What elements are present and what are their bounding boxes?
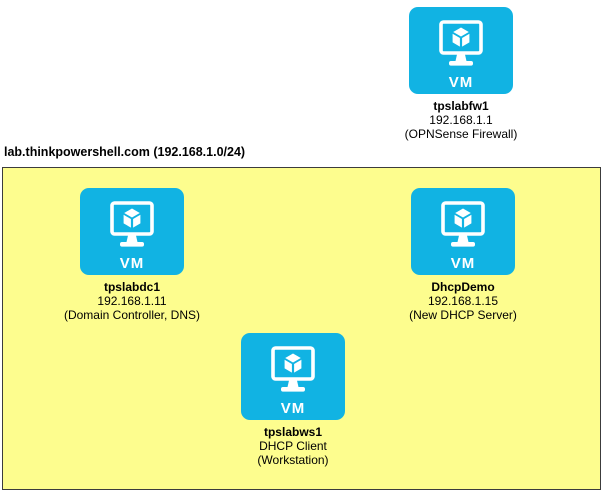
vm-monitor-icon: VM — [241, 333, 345, 420]
vm-detail-line1: 192.168.1.1 — [429, 113, 493, 127]
vm-node-tpslabfw1: VM tpslabfw1 192.168.1.1 (OPNSense Firew… — [351, 7, 571, 141]
vm-monitor-icon: VM — [409, 7, 513, 94]
vm-detail-line2: (Workstation) — [257, 453, 329, 467]
vm-detail-line1: 192.168.1.11 — [97, 294, 167, 308]
vm-name: tpslabfw1 — [433, 99, 489, 113]
vm-icon-label: VM — [451, 255, 476, 272]
vm-node-tpslabdc1: VM tpslabdc1 192.168.1.11 (Domain Contro… — [22, 188, 242, 322]
vm-detail-line2: (New DHCP Server) — [409, 308, 517, 322]
vm-label-block: tpslabdc1 192.168.1.11 (Domain Controlle… — [22, 280, 242, 322]
vm-detail-line2: (OPNSense Firewall) — [404, 127, 518, 141]
vm-label-block: DhcpDemo 192.168.1.15 (New DHCP Server) — [353, 280, 573, 322]
vm-monitor-icon: VM — [80, 188, 184, 275]
vm-name: DhcpDemo — [431, 280, 495, 294]
vm-icon-label: VM — [449, 74, 474, 91]
vm-node-dhcpdemo: VM DhcpDemo 192.168.1.15 (New DHCP Serve… — [353, 188, 573, 322]
vm-detail-line1: DHCP Client — [259, 439, 327, 453]
vm-detail-line1: 192.168.1.15 — [427, 294, 499, 308]
vm-icon-label: VM — [281, 400, 306, 417]
vm-monitor-icon: VM — [411, 188, 515, 275]
vm-label-block: tpslabws1 DHCP Client (Workstation) — [183, 425, 403, 467]
network-label: lab.thinkpowershell.com (192.168.1.0/24) — [4, 145, 246, 159]
vm-icon-label: VM — [120, 255, 145, 272]
vm-detail-line2: (Domain Controller, DNS) — [63, 308, 201, 322]
vm-label-block: tpslabfw1 192.168.1.1 (OPNSense Firewall… — [351, 99, 571, 141]
vm-name: tpslabws1 — [263, 425, 323, 439]
vm-name: tpslabdc1 — [103, 280, 160, 294]
vm-node-tpslabws1: VM tpslabws1 DHCP Client (Workstation) — [183, 333, 403, 467]
